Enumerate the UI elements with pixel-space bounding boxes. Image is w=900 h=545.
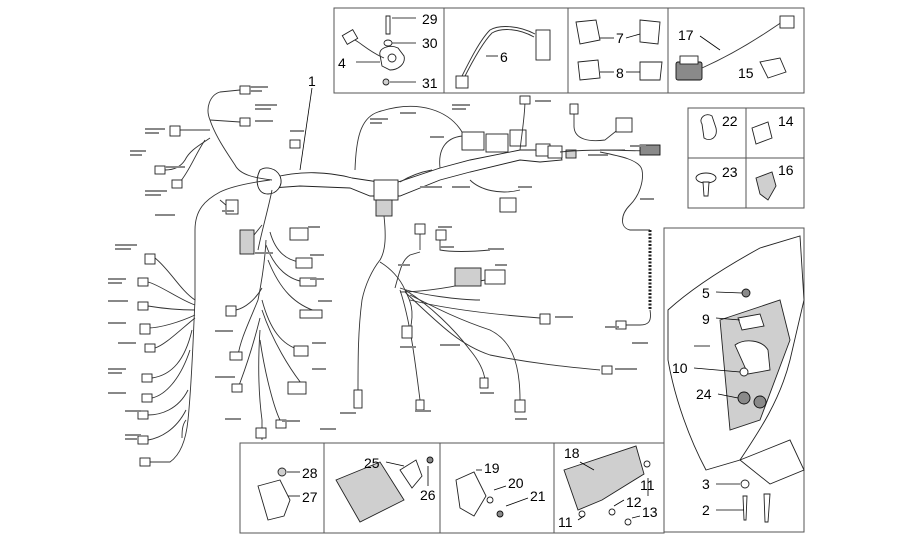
inset-box-23 xyxy=(687,157,747,209)
center-branch-wiring xyxy=(357,179,601,401)
callout-13: 13 xyxy=(642,504,658,520)
callout-16: 16 xyxy=(778,162,794,178)
callout-11-right: 11 xyxy=(640,477,655,493)
ignition-switch-drawing xyxy=(341,15,416,86)
callout-31: 31 xyxy=(422,75,438,91)
cable-6-drawing xyxy=(455,26,551,89)
callout-9: 9 xyxy=(702,311,710,327)
callout-29: 29 xyxy=(422,11,438,27)
callout-24: 24 xyxy=(696,386,712,402)
inset-box-16 xyxy=(745,157,805,209)
callout-6: 6 xyxy=(500,49,508,65)
sensor-27-drawing xyxy=(257,467,300,521)
clip-22-drawing xyxy=(700,114,717,140)
callout-14: 14 xyxy=(778,113,794,129)
callout-8: 8 xyxy=(616,65,624,81)
callout-17: 17 xyxy=(678,27,694,43)
adapter-cable-drawing xyxy=(675,15,795,81)
callout-4: 4 xyxy=(338,55,346,71)
callout-3: 3 xyxy=(702,476,710,492)
callout-18: 18 xyxy=(564,445,580,461)
callout-21: 21 xyxy=(530,488,546,504)
callout-12: 12 xyxy=(626,494,642,510)
frame-drawing xyxy=(667,235,805,523)
callout-28: 28 xyxy=(302,465,318,481)
callout-10: 10 xyxy=(672,360,688,376)
small-unreadable-labels xyxy=(108,86,654,440)
callout-numbers: 1 29 30 4 31 6 7 8 17 15 22 14 23 16 5 9… xyxy=(302,11,794,530)
cable-tie-23-drawing xyxy=(695,172,717,197)
callout-7: 7 xyxy=(616,30,624,46)
clip-14-drawing xyxy=(751,121,773,145)
callout-30: 30 xyxy=(422,35,438,51)
relays-drawing xyxy=(575,19,663,81)
callout-25: 25 xyxy=(364,455,380,471)
center-connectors xyxy=(353,197,613,413)
callout-5: 5 xyxy=(702,285,710,301)
callout-22: 22 xyxy=(722,113,738,129)
callout-1: 1 xyxy=(308,73,316,89)
callout-23: 23 xyxy=(722,164,738,180)
callout-11-left: 11 xyxy=(558,514,573,530)
callout-26: 26 xyxy=(420,487,436,503)
regulator-drawing xyxy=(335,456,434,523)
clip-16-drawing xyxy=(755,171,777,201)
left-branch-wiring xyxy=(147,89,319,463)
main-harness xyxy=(256,95,661,330)
callout-27: 27 xyxy=(302,489,318,505)
callout-20: 20 xyxy=(508,475,524,491)
sensor-19-drawing xyxy=(455,469,529,518)
callout-2: 2 xyxy=(702,502,710,518)
left-connectors xyxy=(137,85,323,467)
inset-box-14 xyxy=(745,107,805,159)
callout-15: 15 xyxy=(738,65,754,81)
callout-19: 19 xyxy=(484,460,500,476)
bracket-drawing xyxy=(563,445,651,526)
